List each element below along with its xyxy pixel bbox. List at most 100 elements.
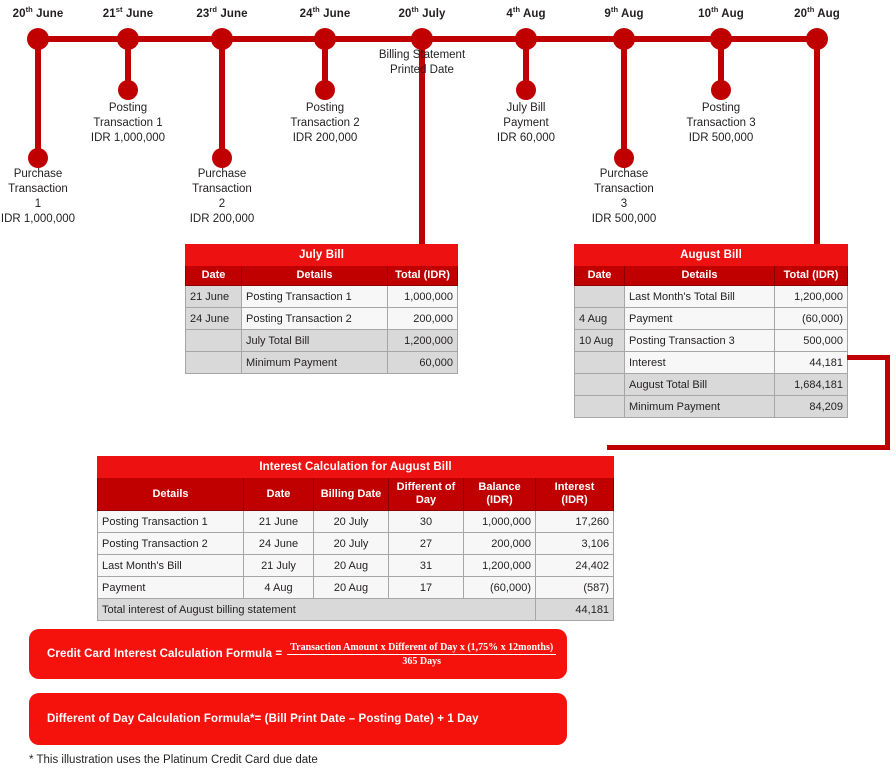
table-cell (185, 351, 242, 374)
table-cell: July Total Bill (241, 329, 388, 352)
timeline-stem-1 (125, 39, 131, 93)
interest-total-row: Total interest of August billing stateme… (97, 598, 615, 621)
timeline-node-3[interactable] (314, 28, 336, 50)
table-cell (574, 395, 625, 418)
table-cell: 4 Aug (243, 576, 314, 599)
august-bill-header-row: Date Details Total (IDR) (574, 265, 848, 286)
different-of-day-formula-banner: Different of Day Calculation Formula*= (… (29, 693, 567, 745)
interest-formula-fraction: Transaction Amount x Different of Day x … (287, 642, 557, 667)
table-cell: 17 (388, 576, 464, 599)
timeline-event-node-6[interactable] (614, 148, 634, 168)
timeline-date-8: 20th Aug (794, 5, 840, 20)
interest-col-2: Billing Date (313, 477, 389, 511)
interest-col-4: Balance(IDR) (463, 477, 536, 511)
timeline-event-label-1: Posting Transaction 1 IDR 1,000,000 (90, 102, 166, 144)
table-cell: 30 (388, 510, 464, 533)
timeline-event-node-5[interactable] (516, 80, 536, 100)
table-cell: Posting Transaction 2 (97, 532, 244, 555)
table-cell (574, 373, 625, 396)
table-cell: 3,106 (534, 532, 615, 555)
table-cell: 500,000 (774, 329, 848, 352)
timeline-event-node-7[interactable] (711, 80, 731, 100)
table-cell: 17,260 (534, 510, 615, 533)
timeline-date-4: 20th July (398, 5, 446, 20)
timeline-node-8[interactable] (806, 28, 828, 50)
different-of-day-formula-text: Different of Day Calculation Formula*= (… (47, 713, 479, 725)
timeline-date-6: 9th Aug (604, 5, 644, 20)
interest-formula-label: Credit Card Interest Calculation Formula… (47, 648, 283, 660)
timeline-node-0[interactable] (27, 28, 49, 50)
interest-calculation-table: Interest Calculation for August Bill Det… (96, 456, 615, 621)
table-cell: 1,200,000 (463, 554, 536, 577)
timeline-date-5: 4th Aug (506, 5, 546, 20)
august-col-total: Total (IDR) (774, 265, 848, 286)
july-bill-title: July Bill (184, 244, 459, 266)
table-cell: Last Month's Bill (97, 554, 244, 577)
table-cell: Minimum Payment (241, 351, 388, 374)
timeline-stem-4 (419, 39, 425, 247)
interest-col-0: Details (97, 477, 244, 511)
timeline-date-2: 23rd June (196, 5, 248, 20)
july-col-details: Details (241, 265, 388, 286)
timeline-date-0: 20th June (12, 5, 64, 20)
table-cell: Last Month's Total Bill (624, 285, 775, 308)
timeline-stem-3 (322, 39, 328, 93)
table-cell: (60,000) (463, 576, 536, 599)
timeline-stem-5 (523, 39, 529, 93)
timeline-stem-7 (718, 39, 724, 93)
table-cell: (587) (534, 576, 615, 599)
table-cell: (60,000) (774, 307, 848, 330)
timeline-stem-0 (35, 39, 41, 161)
july-col-total: Total (IDR) (386, 265, 459, 286)
timeline-event-node-1[interactable] (118, 80, 138, 100)
timeline-stem-2 (219, 39, 225, 161)
timeline-event-node-3[interactable] (315, 80, 335, 100)
table-cell (574, 351, 625, 374)
table-cell: 24 June (243, 532, 314, 555)
august-bill-title: August Bill (574, 244, 848, 266)
table-cell: 24 June (185, 307, 242, 330)
timeline-event-node-2[interactable] (212, 148, 232, 168)
table-cell: August Total Bill (624, 373, 775, 396)
timeline-node-6[interactable] (613, 28, 635, 50)
table-cell: 20 July (313, 510, 389, 533)
table-cell: 44,181 (774, 351, 848, 374)
timeline-node-1[interactable] (117, 28, 139, 50)
timeline-event-label-0: Purchase Transaction 1 IDR 1,000,000 (0, 168, 76, 225)
timeline-date-1: 21st June (102, 5, 154, 20)
table-cell (574, 285, 625, 308)
table-cell: 24,402 (534, 554, 615, 577)
table-cell: 1,000,000 (463, 510, 536, 533)
timeline-node-7[interactable] (710, 28, 732, 50)
timeline-event-label-3: Posting Transaction 2 IDR 200,000 (290, 102, 360, 144)
timeline-event-node-0[interactable] (28, 148, 48, 168)
timeline-node-2[interactable] (211, 28, 233, 50)
table-cell: 1,000,000 (386, 285, 459, 308)
table-cell: 200,000 (386, 307, 459, 330)
table-cell: Interest (624, 351, 775, 374)
table-cell: 200,000 (463, 532, 536, 555)
timeline-node-4[interactable] (411, 28, 433, 50)
timeline-node-5[interactable] (515, 28, 537, 50)
table-cell: Minimum Payment (624, 395, 775, 418)
july-bill-table: July Bill Date Details Total (IDR) 21 Ju… (184, 244, 459, 374)
table-cell: Payment (97, 576, 244, 599)
august-col-date: Date (574, 265, 625, 286)
table-cell: 1,200,000 (774, 285, 848, 308)
august-col-details: Details (624, 265, 775, 286)
interest-total-value: 44,181 (534, 598, 615, 621)
table-cell: 21 June (185, 285, 242, 308)
timeline-date-3: 24th June (299, 5, 351, 20)
table-cell: Posting Transaction 1 (241, 285, 388, 308)
